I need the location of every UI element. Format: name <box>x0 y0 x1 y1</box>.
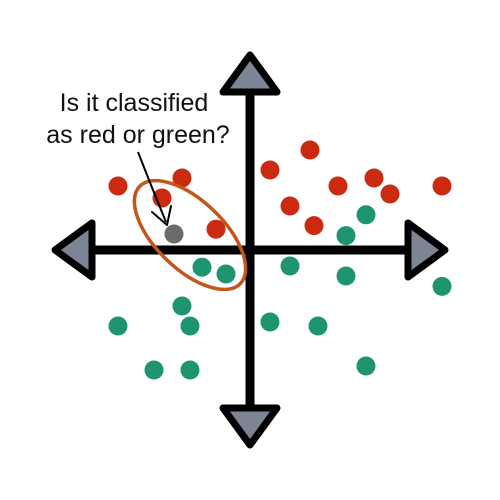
green-point <box>336 226 356 246</box>
green-point <box>356 205 376 225</box>
green-point <box>192 257 212 277</box>
green-point <box>172 296 192 316</box>
green-point <box>280 256 300 276</box>
pointer-arrowhead-icon <box>151 205 172 226</box>
green-point <box>180 316 200 336</box>
green-point <box>216 264 236 284</box>
green-point <box>180 360 200 380</box>
red-point <box>364 168 384 188</box>
query-point <box>164 224 184 244</box>
red-point <box>328 176 348 196</box>
red-point <box>380 184 400 204</box>
left-arrowhead-icon <box>51 219 96 281</box>
green-point <box>432 276 452 296</box>
neighborhood-ellipse <box>132 178 248 292</box>
red-point <box>172 168 192 188</box>
green-point <box>260 312 280 332</box>
green-point <box>108 316 128 336</box>
red-point <box>304 216 324 236</box>
red-point <box>206 219 226 239</box>
red-point <box>108 176 128 196</box>
up-arrowhead-icon <box>219 51 281 96</box>
pointer-arrow-icon <box>137 151 167 223</box>
down-arrowhead-icon <box>219 404 281 449</box>
red-point <box>300 140 320 160</box>
green-point <box>356 356 376 376</box>
green-point <box>336 266 356 286</box>
red-point <box>280 196 300 216</box>
green-point <box>144 360 164 380</box>
data-points <box>108 140 452 380</box>
red-point <box>432 176 452 196</box>
red-point <box>260 160 280 180</box>
right-arrowhead-icon <box>404 219 449 281</box>
green-point <box>308 316 328 336</box>
question-line-1: Is it classified <box>60 89 209 117</box>
question-line-2: as red or green? <box>46 121 229 149</box>
